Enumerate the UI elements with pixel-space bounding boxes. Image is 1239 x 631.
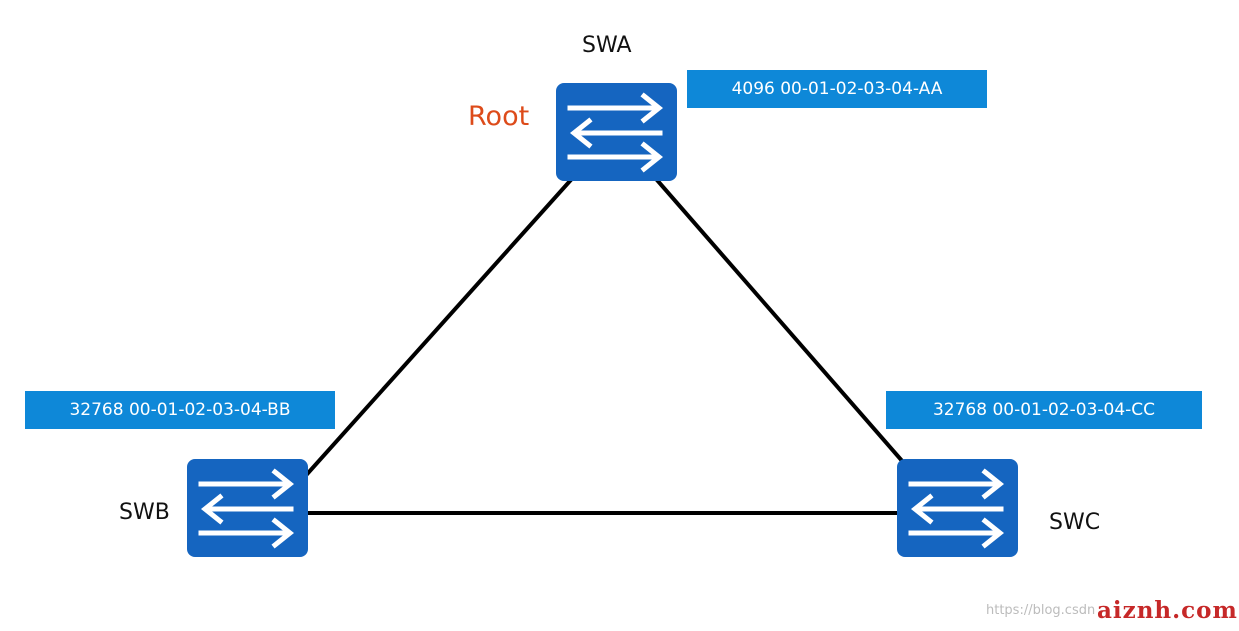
swc-bridge-id: 32768 00-01-02-03-04-CC	[886, 391, 1202, 429]
swa-bridge-id: 4096 00-01-02-03-04-AA	[687, 70, 987, 108]
swb-name-label: SWB	[119, 500, 170, 525]
swb-bridge-id: 32768 00-01-02-03-04-BB	[25, 391, 335, 429]
watermark-url: https://blog.csdn	[986, 603, 1096, 618]
watermark-logo: aiznh.com	[1097, 597, 1238, 624]
switch-swa	[556, 83, 677, 181]
swc-name-label: SWC	[1049, 510, 1101, 535]
switch-swc	[897, 459, 1018, 557]
switch-arrows-icon	[567, 92, 664, 173]
link-swa-swb	[298, 170, 580, 484]
switch-arrows-icon	[908, 468, 1005, 549]
swa-name-label: SWA	[582, 33, 632, 58]
switch-arrows-icon	[198, 468, 295, 549]
link-swa-swc	[648, 170, 912, 472]
switch-swb	[187, 459, 308, 557]
root-label: Root	[468, 101, 530, 132]
